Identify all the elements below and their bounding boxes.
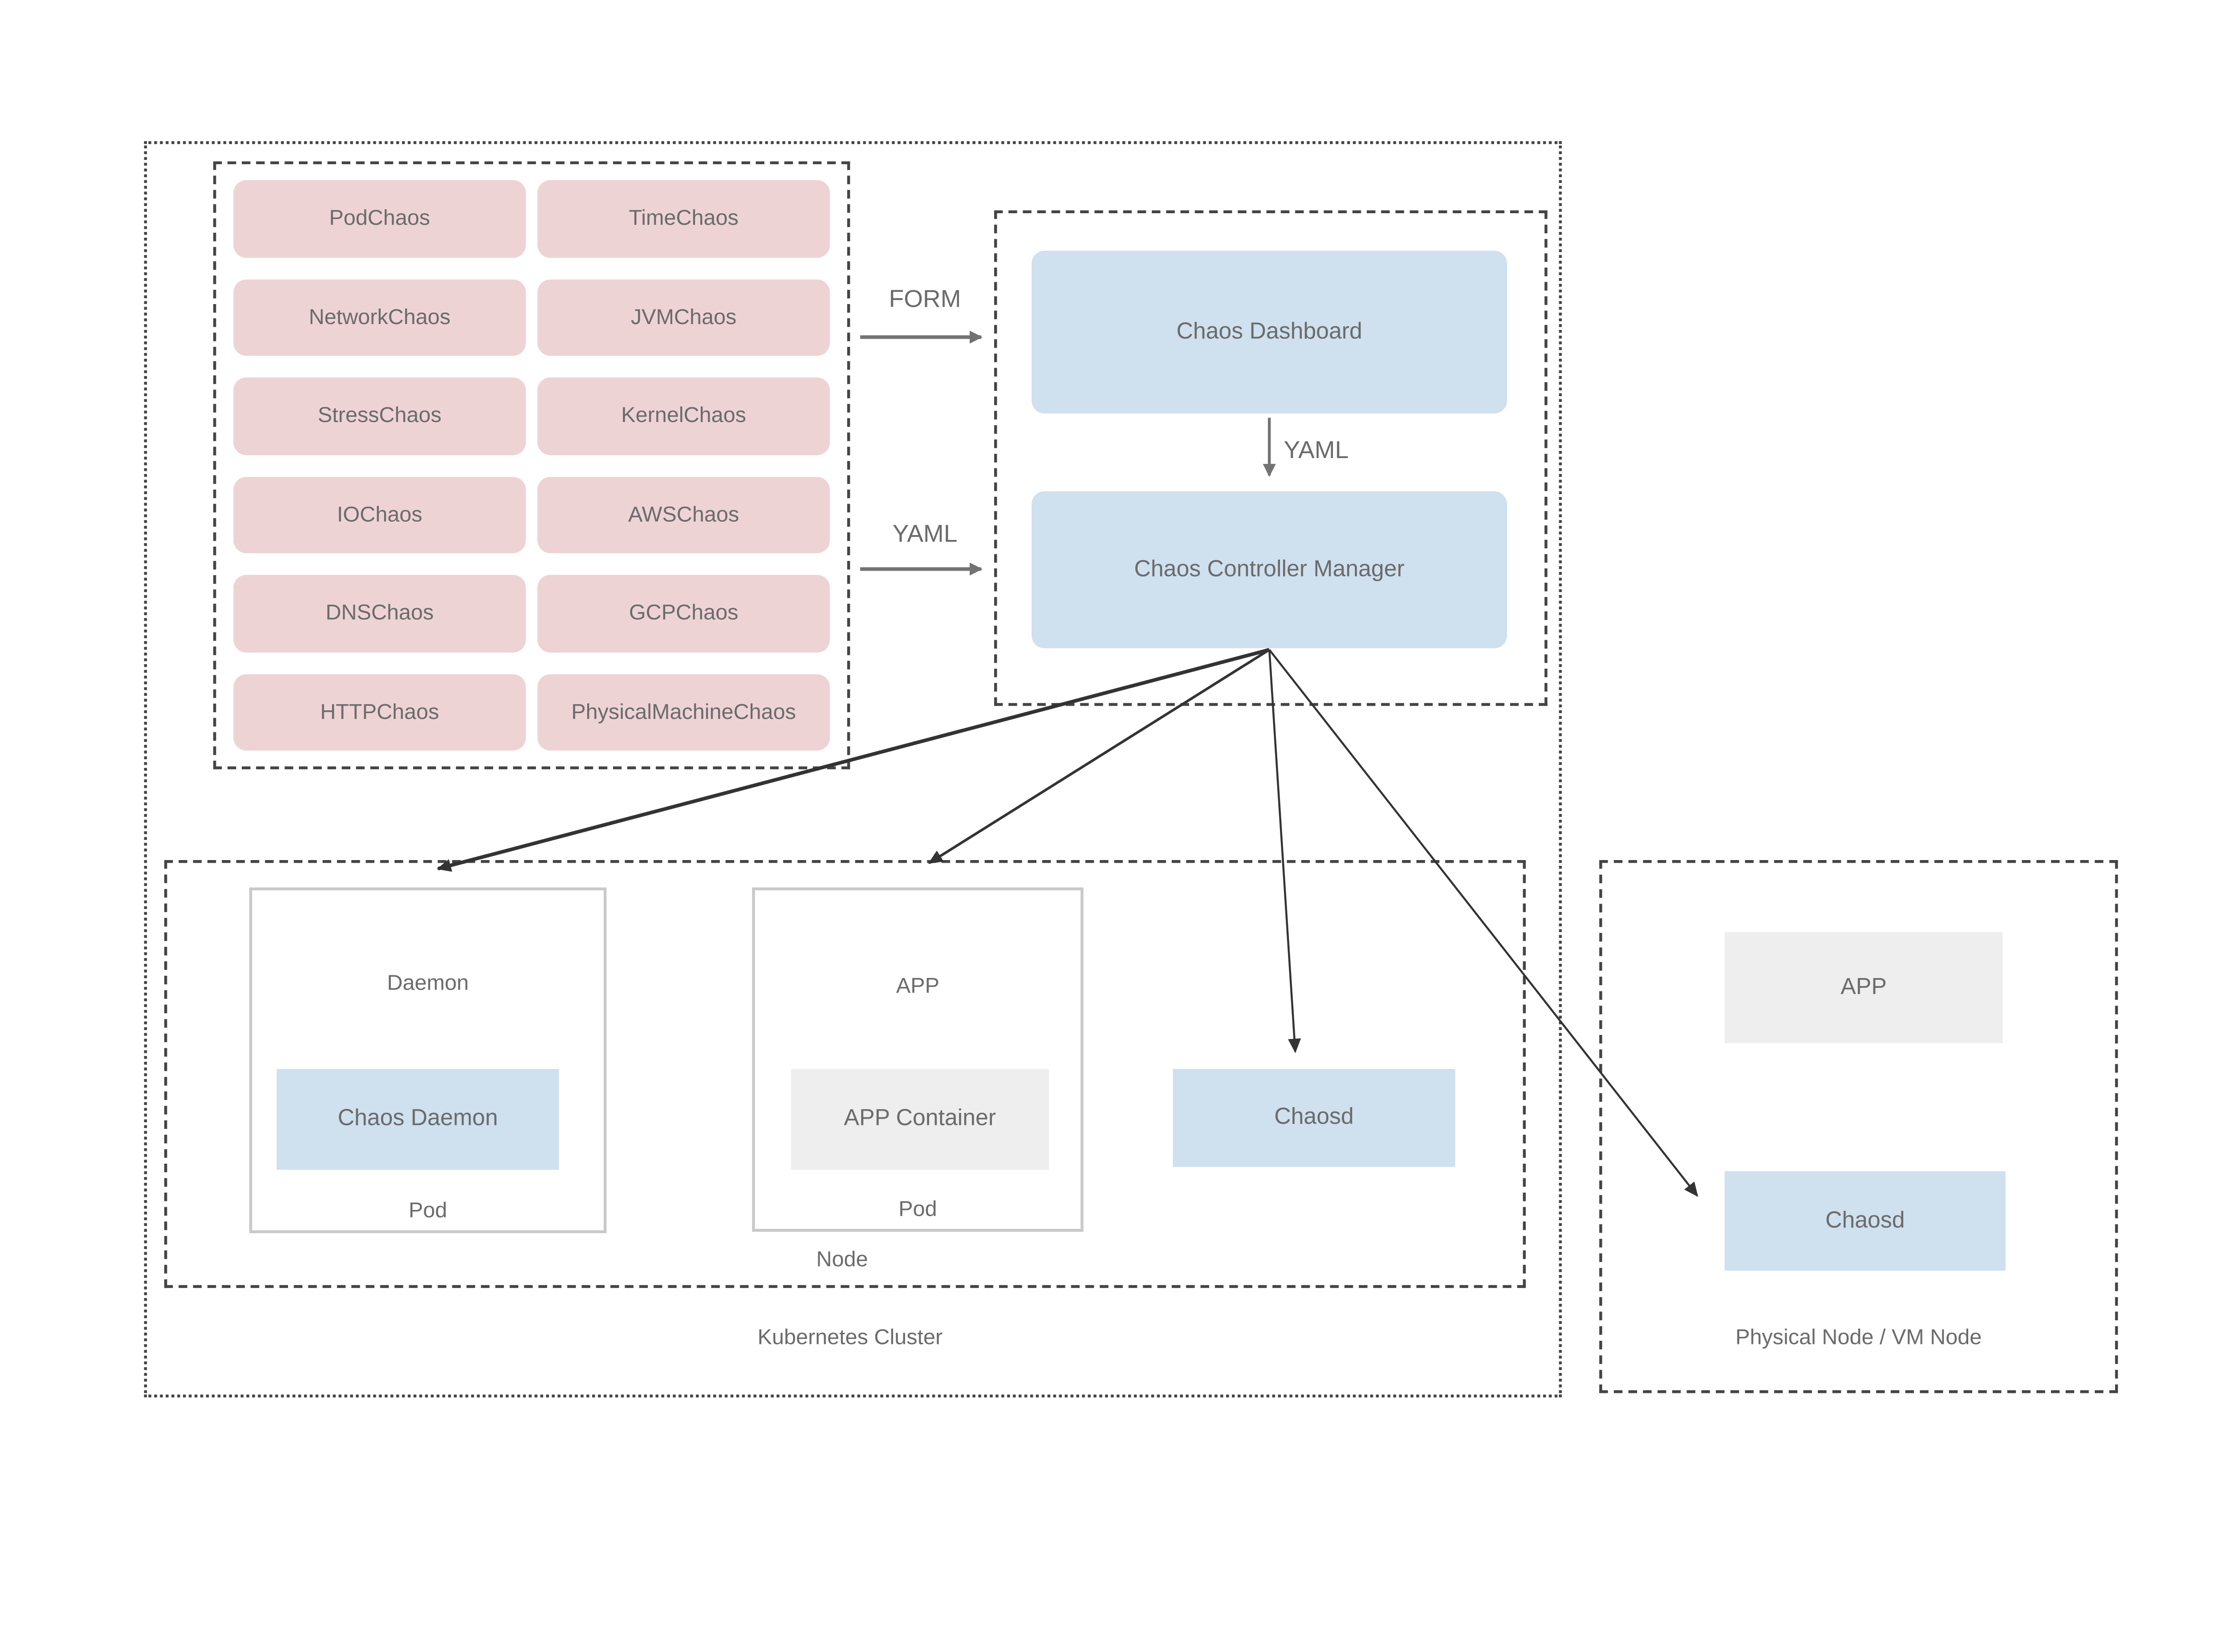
daemon-label: Daemon	[387, 971, 469, 996]
chaos-type-iochaos: IOChaos	[233, 476, 526, 553]
chaos-types-box: PodChaos TimeChaos NetworkChaos JVMChaos…	[213, 161, 850, 770]
physical-node-label: Physical Node / VM Node	[1735, 1325, 1982, 1350]
chaos-dashboard-box: Chaos Dashboard	[1032, 251, 1507, 414]
chaos-type-physicalmachinechaos: PhysicalMachineChaos	[537, 673, 830, 751]
chaos-type-networkchaos: NetworkChaos	[233, 279, 526, 356]
chaos-type-jvmchaos: JVMChaos	[537, 279, 830, 356]
daemon-pod-box: Daemon Chaos Daemon Pod	[249, 887, 607, 1234]
chaos-mesh-architecture-diagram: PodChaos TimeChaos NetworkChaos JVMChaos…	[144, 141, 2118, 1398]
chaos-type-stresschaos: StressChaos	[233, 377, 526, 455]
yaml-down-arrow-label: YAML	[1284, 436, 1349, 464]
chaos-daemon-box: Chaos Daemon	[276, 1069, 559, 1170]
chaos-type-podchaos: PodChaos	[233, 180, 526, 257]
app-label: APP	[896, 974, 940, 999]
physical-chaosd-box: Chaosd	[1724, 1171, 2006, 1271]
chaos-controller-manager-box: Chaos Controller Manager	[1032, 491, 1507, 649]
app-container-box: APP Container	[791, 1069, 1049, 1170]
chaos-type-awschaos: AWSChaos	[537, 476, 830, 553]
app-pod-label: Pod	[898, 1197, 937, 1222]
chaos-type-timechaos: TimeChaos	[537, 180, 830, 257]
chaos-type-dnschaos: DNSChaos	[233, 575, 526, 652]
chaos-type-httpchaos: HTTPChaos	[233, 673, 526, 751]
node-label: Node	[816, 1247, 868, 1272]
chaosd-node-box: Chaosd	[1173, 1069, 1455, 1167]
chaos-type-gcpchaos: GCPChaos	[537, 575, 830, 652]
daemon-pod-label: Pod	[408, 1198, 447, 1223]
physical-app-box: APP	[1724, 932, 2003, 1043]
physical-node-box: APP Chaosd Physical Node / VM Node	[1599, 860, 2118, 1393]
chaos-type-kernelchaos: KernelChaos	[537, 377, 830, 455]
app-pod-box: APP APP Container Pod	[752, 887, 1084, 1232]
kubernetes-cluster-label: Kubernetes Cluster	[757, 1325, 943, 1350]
yaml-left-arrow-label: YAML	[892, 520, 958, 548]
form-arrow-label: FORM	[889, 285, 961, 313]
